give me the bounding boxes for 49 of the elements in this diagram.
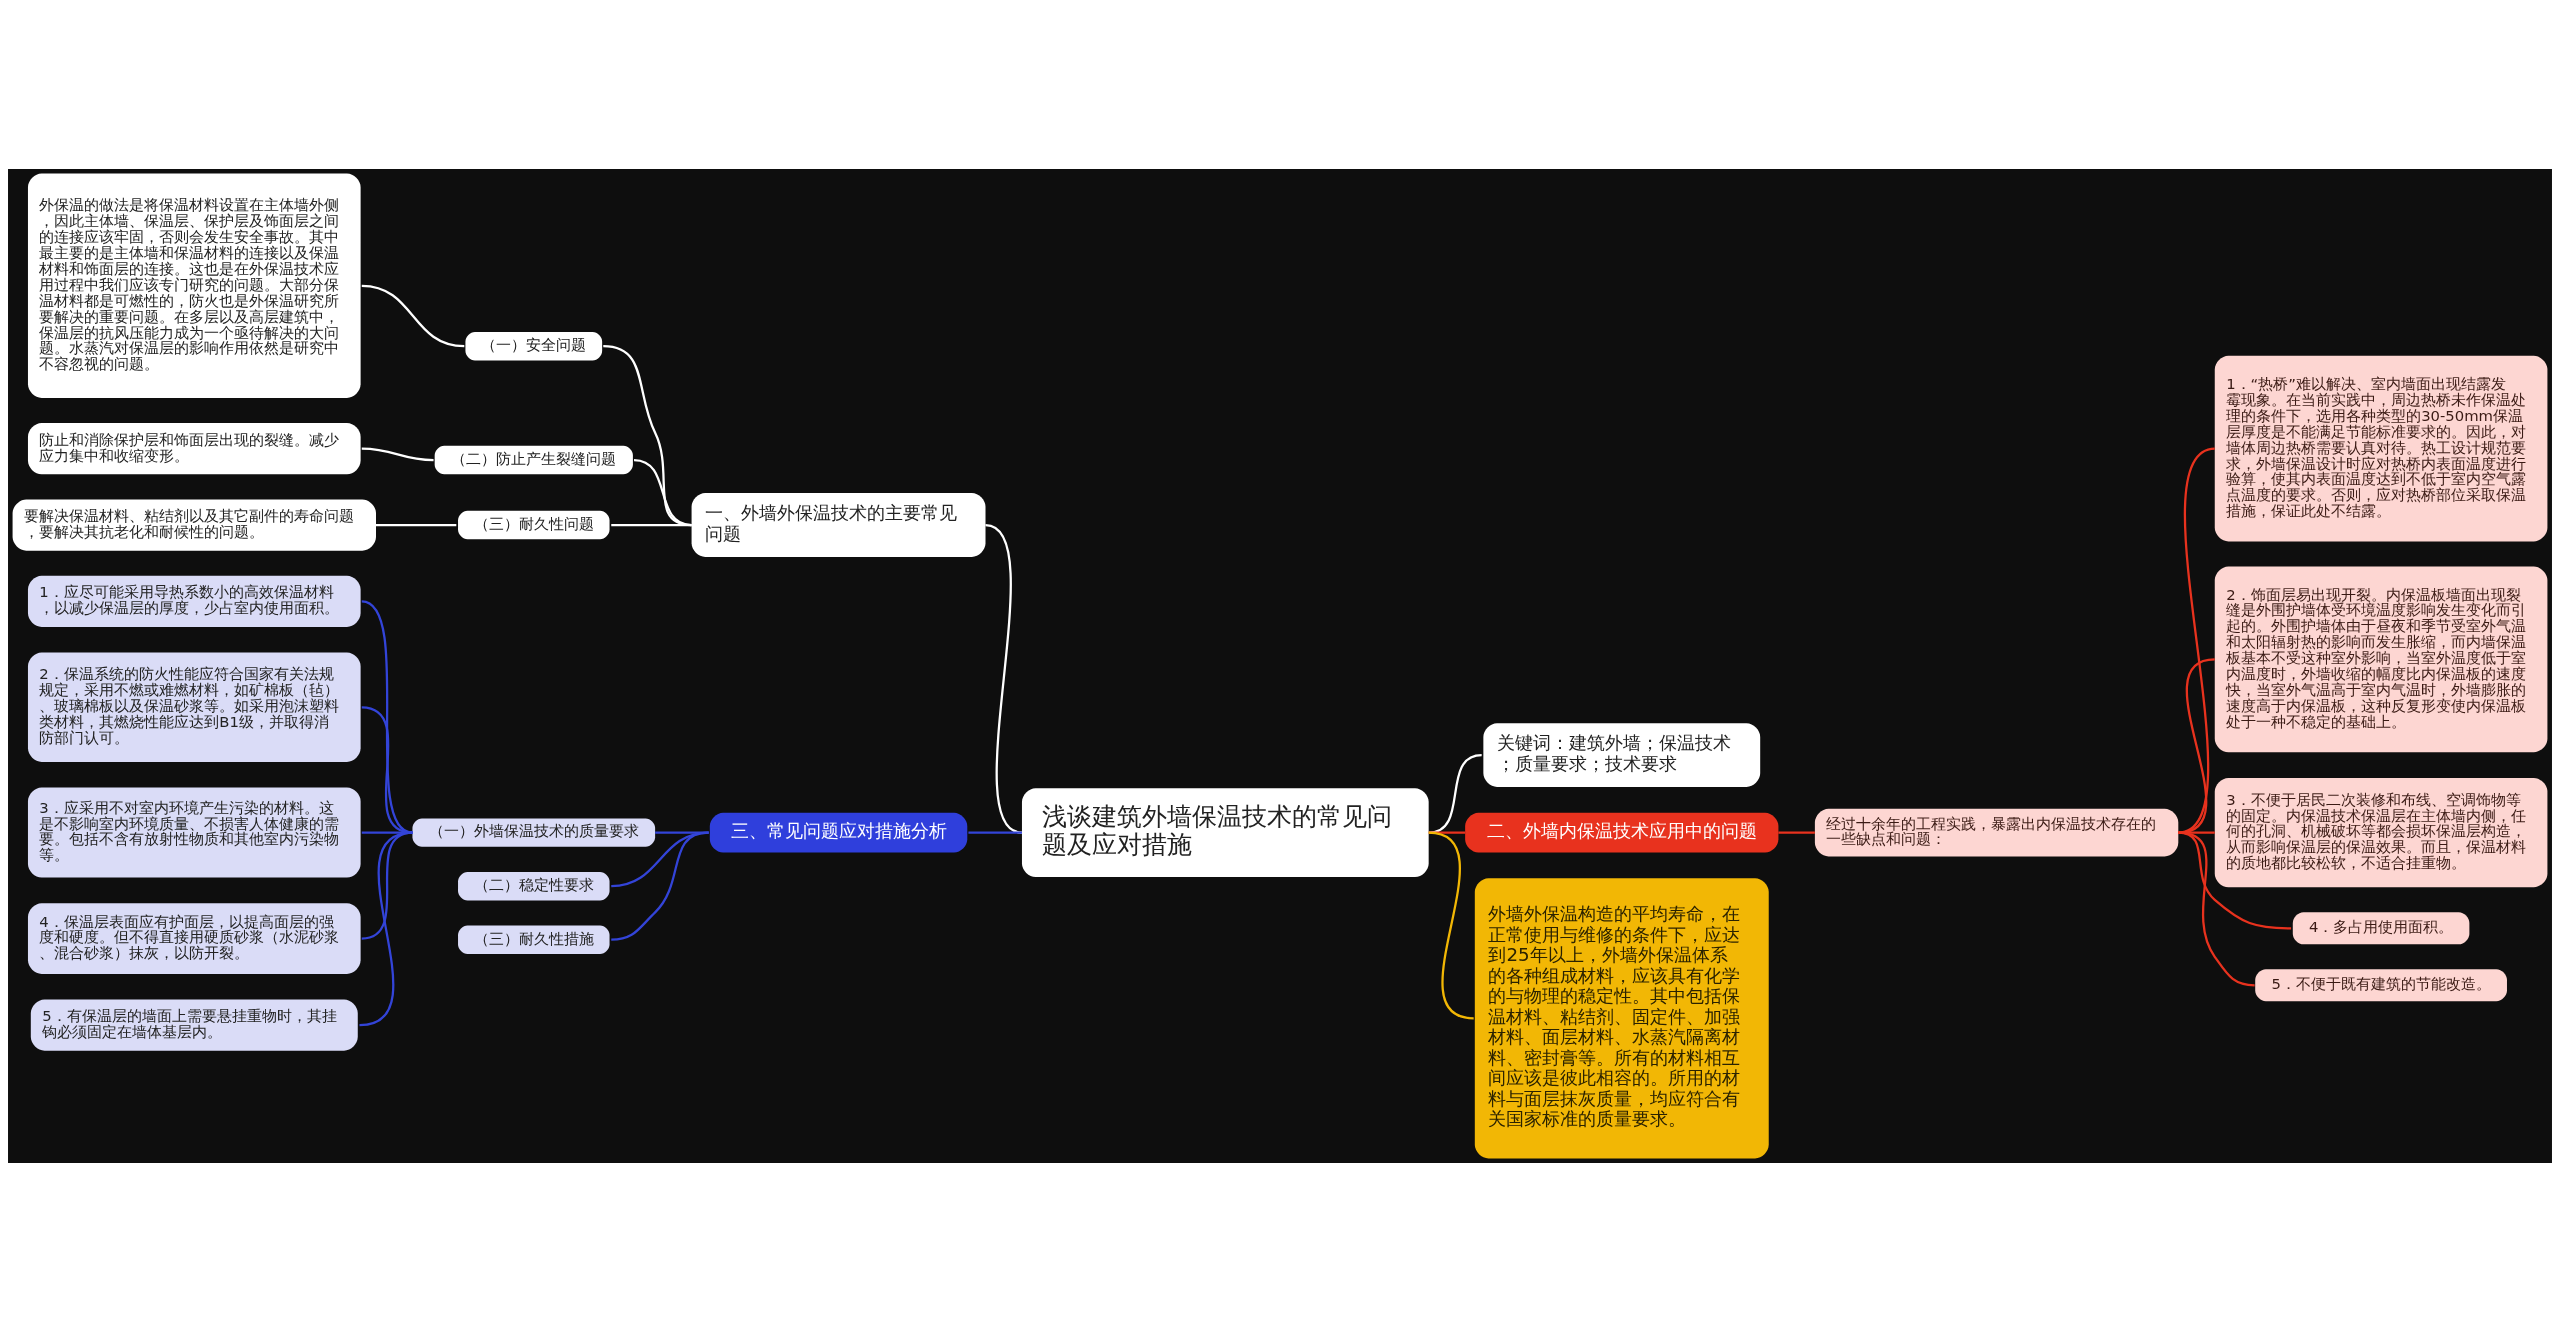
- connector: [611, 831, 709, 887]
- node-box: 外保温的做法是将保温材料设置在主体墙外侧，因此主体墙、保温层、保护层及饰面层之间的连接应该牢固，否则会发生安全事故。其中最主要的是主体墙和保温材料的连接以及保温材料和饰面层的连接。这也是在外保温技术应用过程中我们应该专门研究的问题。大部分保温材料都是可燃性的，防火也是外保温研究所要解决的重要问题。在多层以及高层建筑中，保温层的抗风压能力成为一个亟待解决的大问题。水蒸汽对保温层的影响作用依然是研究中不容忽视的问题。: [27, 173, 361, 398]
- connector: [1428, 831, 1466, 834]
- connector: [361, 831, 413, 834]
- node-box: （三）耐久性措施: [458, 924, 610, 954]
- connector: [361, 447, 434, 461]
- node-box: 三、常见问题应对措施分析: [709, 812, 968, 853]
- node-box: （二）稳定性要求: [458, 871, 610, 900]
- connector: [1428, 831, 1474, 1019]
- node-box: （二）防止产生裂缝问题: [434, 445, 633, 474]
- node-box: 要解决保温材料、粘结剂以及其它副件的寿命问题，要解决其抗老化和耐候性的问题。: [12, 498, 376, 551]
- connector: [2178, 831, 2292, 929]
- node-box: 4．保温层表面应有护面层，以提高面层的强度和硬度。但不得直接用硬质砂浆（水泥砂浆、混合砂浆）抹灰，以防开裂。: [27, 902, 361, 974]
- node-box: 1．“热桥”难以解决、室内墙面出现结露发霉现象。在当前实践中，周边热桥未作保温处理的条件下，选用各种类型的30-50mm保温层厚度是不能满足节能标准要求的。因此，对墙体周边热桥需要认真对待。热工设计规范要求，外墙保温设计时应对热桥内表面温度进行验算，使其内表面温度达到不低于室内空气露点温度的要求。否则，应对热桥部位采取保温措施，保证此处不结露。: [2214, 355, 2548, 542]
- node-box: 2．饰面层易出现开裂。内保温板墙面出现裂缝是外围护墙体受环境温度影响发生变化而引起的。外围护墙体由于昼夜和季节受室外气温和太阳辐射热的影响而发生胀缩，而内墙保温板基本不受这种室外影响，当室外温度低于室内温度时，外墙收缩的幅度比内保温板的速度快，当室外气温高于室内气温时，外墙膨胀的速度高于内保温板，这种反复形变使内保温板处于一种不稳定的基础上。: [2214, 566, 2548, 752]
- node-box: 一、外墙外保温技术的主要常见问题: [691, 492, 986, 557]
- connector: [361, 705, 413, 834]
- connector: [603, 344, 692, 526]
- node-box: （三）耐久性问题: [458, 510, 610, 539]
- connector: [2178, 831, 2255, 986]
- connector: [968, 831, 1022, 834]
- connector: [361, 831, 413, 940]
- node-box: （一）外墙保温技术的质量要求: [412, 817, 656, 847]
- connector: [611, 831, 709, 941]
- node-box: 3．不便于居民二次装修和布线、空调饰物等的固定。内保温技术保温层在主体墙内侧，任何的孔洞、机械破坏等都会损坏保温层构造，从而影响保温层的保温效果。而且，保温材料的质地都比较松软，不适合挂重物。: [2214, 777, 2548, 887]
- connector: [1428, 753, 1482, 834]
- node-box: 浅谈建筑外墙保温技术的常见问题及应对措施: [1021, 787, 1429, 877]
- node-box: 防止和消除保护层和饰面层出现的裂缝。减少应力集中和收缩变形。: [27, 422, 361, 474]
- connector: [359, 831, 413, 1026]
- node-box: （一）安全问题: [465, 331, 603, 360]
- connector: [361, 599, 413, 834]
- node-box: 1．应尽可能采用导热系数小的高效保温材料，以减少保温层的厚度，少占室内使用面积。: [27, 575, 361, 627]
- node-box: 外墙外保温构造的平均寿命，在正常使用与维修的条件下，应达到25年以上，外墙外保温体系的各种组成材料，应该具有化学的与物理的稳定性。其中包括保温材料、粘结剂、固定件、加强材料、面层材料、水蒸汽隔离材料、密封膏等。所有的材料相互间应该是彼此相容的。所用的材料与面层抹灰质量，均应符合有关国家标准的质量要求。: [1474, 877, 1769, 1158]
- connector: [376, 523, 457, 526]
- connector: [655, 831, 709, 834]
- connector: [361, 284, 465, 347]
- node-box: 经过十余年的工程实践，暴露出内保温技术存在的一些缺点和问题：: [1814, 808, 2179, 857]
- connector: [2178, 831, 2215, 834]
- connector: [2178, 657, 2215, 834]
- node-box: 3．应采用不对室内环境产生污染的材料。这是不影响室内环境质量、不损害人体健康的需要。包括不含有放射性物质和其他室内污染物等。: [27, 787, 361, 878]
- connector: [2177, 447, 2216, 834]
- node-box: 关键词：建筑外墙；保温技术；质量要求；技术要求: [1483, 722, 1761, 787]
- connector: [1778, 831, 1815, 834]
- connector: [611, 523, 692, 526]
- node-box: 2．保温系统的防火性能应符合国家有关法规规定，采用不燃或难燃材料，如矿棉板（毡）、玻璃棉板以及保温砂浆等。如采用泡沫塑料类材料，其燃烧性能应达到B1级，并取得消防部门认可。: [27, 652, 361, 762]
- node-box: 5．有保温层的墙面上需要悬挂重物时，其挂钩必须固定在墙体基层内。: [30, 999, 358, 1051]
- node-box: 4．多占用使用面积。: [2292, 911, 2470, 944]
- node-box: 5．不便于既有建筑的节能改造。: [2255, 968, 2507, 1001]
- node-box: 二、外墙内保温技术应用中的问题: [1465, 812, 1779, 853]
